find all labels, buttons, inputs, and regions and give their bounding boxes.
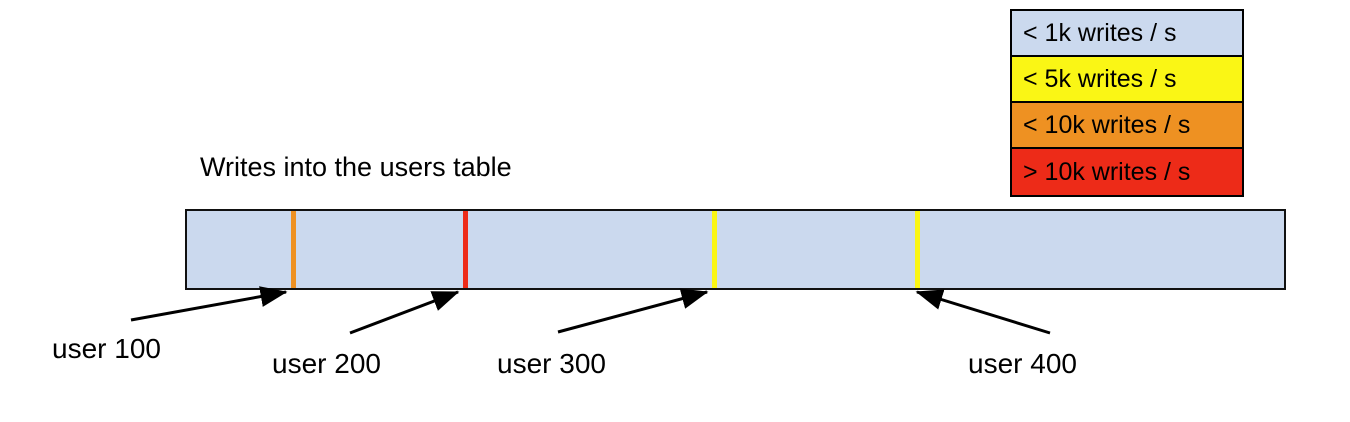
callout-label-user-100: user 100 xyxy=(52,333,161,364)
legend-item-label: < 5k writes / s xyxy=(1023,64,1177,93)
user-200-arrow xyxy=(349,290,460,335)
legend-item-over-10k: > 10k writes / s xyxy=(1012,149,1242,195)
user-300-arrow xyxy=(557,288,709,334)
legend-item-under-10k: < 10k writes / s xyxy=(1012,103,1242,149)
legend-item-under-5k: < 5k writes / s xyxy=(1012,57,1242,103)
legend-item-under-1k: < 1k writes / s xyxy=(1012,11,1242,57)
callout-label-user-300: user 300 xyxy=(497,348,606,379)
callout-label-user-400: user 400 xyxy=(968,348,1077,379)
legend-item-label: < 1k writes / s xyxy=(1023,18,1177,47)
legend: < 1k writes / s < 5k writes / s < 10k wr… xyxy=(1010,9,1244,197)
user-400-arrow xyxy=(915,289,1051,335)
user-300-marker xyxy=(712,211,717,288)
callout-label-user-200: user 200 xyxy=(272,348,381,379)
user-100-arrow xyxy=(130,286,288,322)
legend-item-label: > 10k writes / s xyxy=(1023,157,1191,186)
users-table-bar xyxy=(185,209,1286,290)
user-200-marker xyxy=(463,211,468,288)
page-title: Writes into the users table xyxy=(200,152,512,182)
legend-item-label: < 10k writes / s xyxy=(1023,110,1191,139)
user-400-marker xyxy=(915,211,920,288)
user-100-marker xyxy=(291,211,296,288)
